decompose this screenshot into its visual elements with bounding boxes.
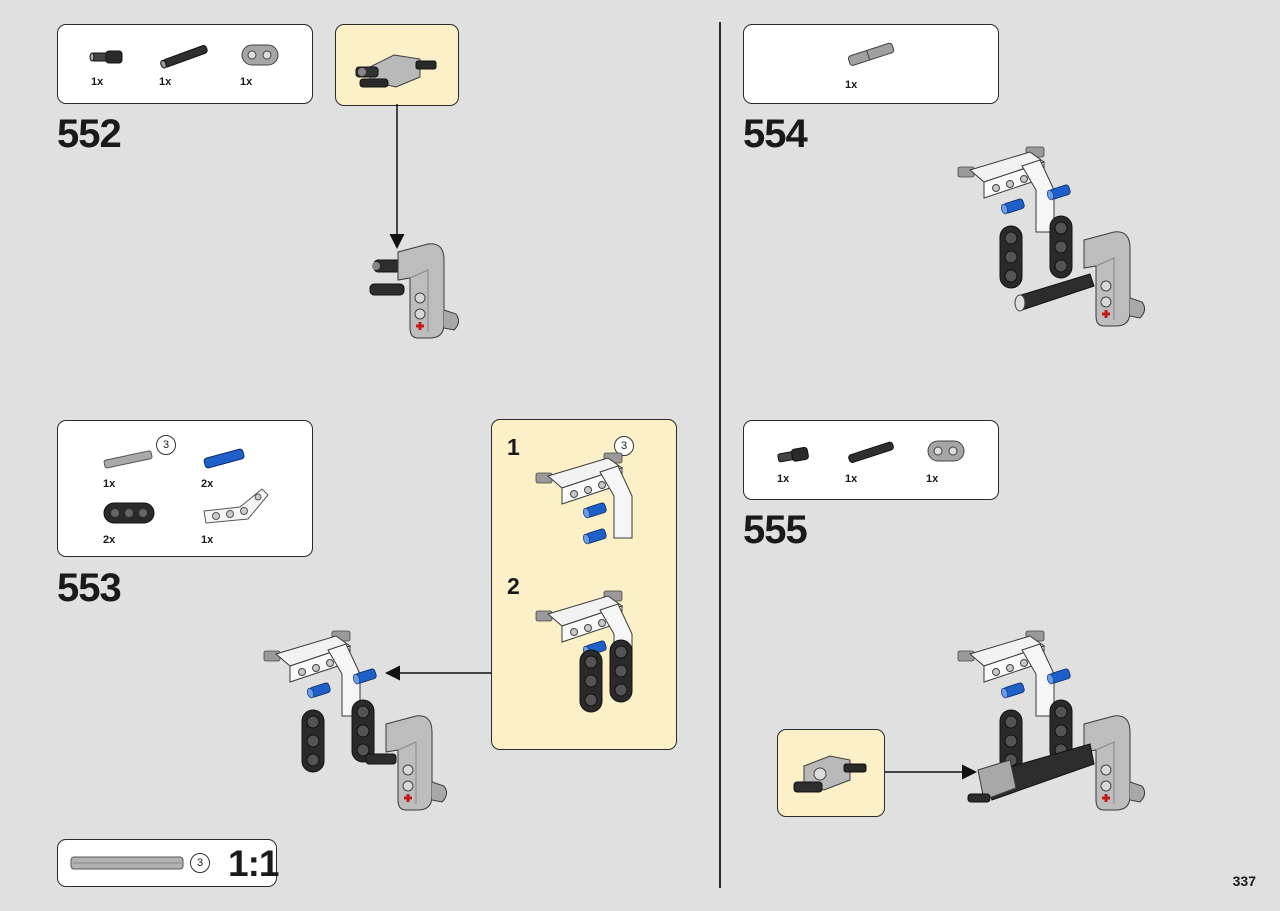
part-qty: 1x [91,76,104,88]
scale-ratio: 1:1 [228,843,279,884]
part-qty: 1x [201,534,214,546]
connector-block-icon [241,44,279,66]
step-number: 553 [57,566,122,610]
scale-ruler-box: 3 1:1 [57,839,279,887]
axle-length-label: 3 [614,436,634,456]
step-number: 552 [57,112,122,156]
connector-block-icon [927,440,965,462]
parts-list-553: 3 1x 2x 2x 1x [57,420,313,557]
sub-assembly-callout [335,24,459,106]
white-angled-beam-icon [203,488,269,524]
parts-list-554: 1x [743,24,999,104]
sub-assembly-image [355,54,437,88]
axle-length-label: 3 [156,435,176,455]
part-qty: 2x [103,534,116,546]
long-pin-icon [160,45,208,69]
long-pin-icon [848,441,894,463]
assembly-553-image [263,630,449,812]
sub-assembly-callout [777,729,885,817]
sub-assembly-image [793,755,867,793]
step-number: 554 [743,112,808,156]
part-qty: 1x [103,478,116,490]
long-pin-icon [847,42,895,66]
friction-pin-axle-icon [777,446,809,463]
axle-length-label: 3 [190,853,210,873]
assembly-555-image [957,630,1147,812]
assembly-554-image [957,146,1147,328]
part-qty: 1x [845,473,858,485]
part-qty: 1x [926,473,939,485]
friction-pin-axle-icon [89,50,123,64]
sub-step-callout: 1 3 2 [491,419,677,750]
axle-scale-icon [70,856,184,870]
parts-list-555: 1x 1x 1x [743,420,999,500]
page-number: 337 [1232,873,1256,889]
part-qty: 2x [201,478,214,490]
assembly-552-image [369,242,461,340]
sub-step-number: 2 [507,573,520,599]
parts-list-552: 1x 1x 1x [57,24,313,104]
column-divider [719,22,721,888]
axle-icon [103,450,153,469]
part-qty: 1x [777,473,790,485]
step-number: 555 [743,508,808,552]
black-beam-icon [103,502,155,524]
sub-step-number: 1 [507,434,520,460]
part-qty: 1x [159,76,172,88]
part-qty: 1x [845,79,858,91]
part-qty: 1x [240,76,253,88]
blue-axle-pin-icon [203,448,245,469]
